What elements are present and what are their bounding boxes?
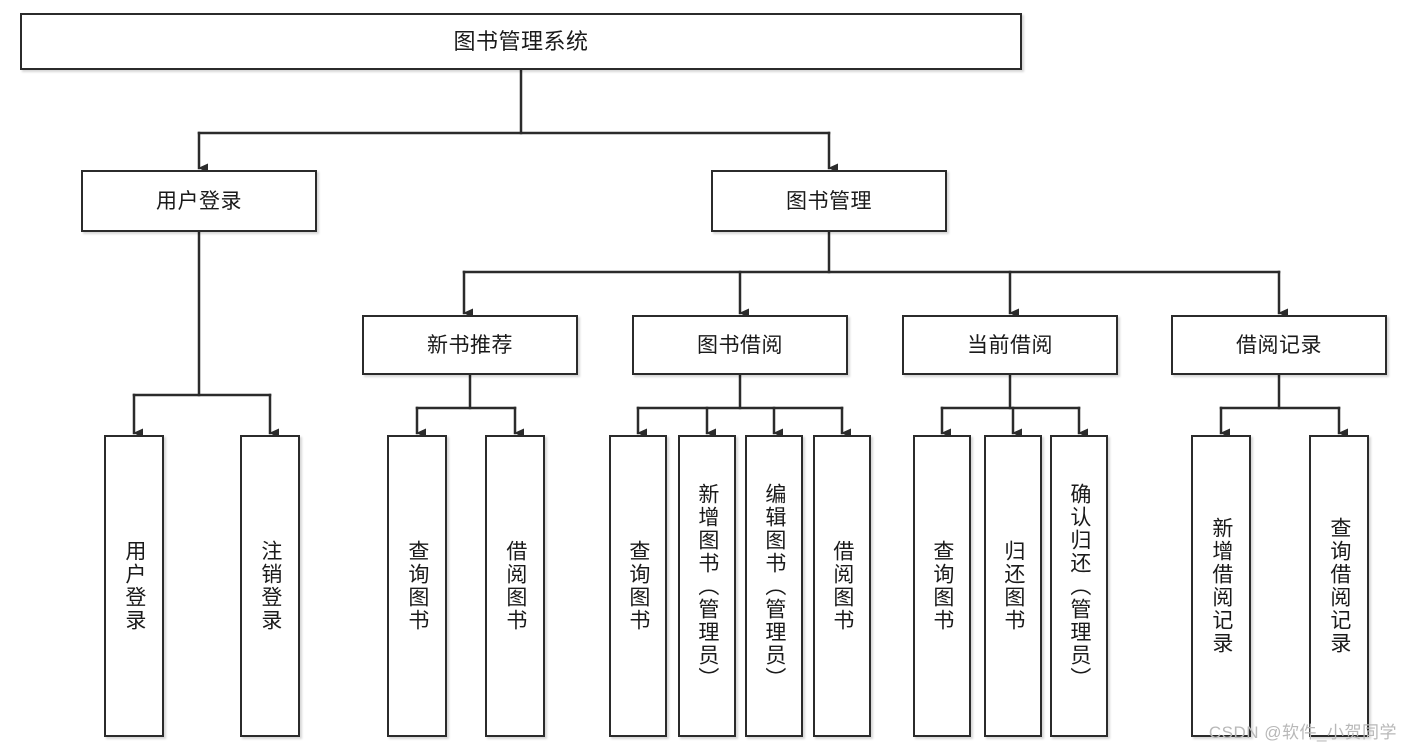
watermark-text: CSDN @软件_小贺同学: [1208, 723, 1397, 742]
node-label: 图书管理系统: [453, 28, 589, 54]
node-label: 借阅记录: [1236, 333, 1322, 357]
node-leaf-return-book[interactable]: 归还图书: [984, 435, 1042, 737]
node-label: 图书管理: [786, 189, 872, 213]
node-current-borrow[interactable]: 当前借阅: [902, 315, 1118, 375]
node-book-borrow[interactable]: 图书借阅: [632, 315, 848, 375]
node-label: 确认归还（管理员）: [1067, 482, 1091, 690]
node-leaf-query-book-1[interactable]: 查询图书: [387, 435, 447, 737]
node-label: 查询图书: [626, 540, 650, 632]
node-label: 用户登录: [156, 189, 242, 213]
node-leaf-user-logout[interactable]: 注销登录: [240, 435, 300, 737]
node-label: 借阅图书: [830, 540, 854, 632]
node-label: 查询借阅记录: [1327, 517, 1351, 655]
node-label: 查询图书: [405, 540, 429, 632]
node-leaf-borrow-book-2[interactable]: 借阅图书: [813, 435, 871, 737]
node-label: 查询图书: [930, 540, 954, 632]
node-leaf-add-borrow-record[interactable]: 新增借阅记录: [1191, 435, 1251, 737]
node-borrow-record[interactable]: 借阅记录: [1171, 315, 1387, 375]
node-leaf-query-borrow-record[interactable]: 查询借阅记录: [1309, 435, 1369, 737]
connector-lines: [132, 68, 1348, 438]
node-leaf-borrow-book-1[interactable]: 借阅图书: [485, 435, 545, 737]
node-leaf-add-book[interactable]: 新增图书（管理员）: [678, 435, 736, 737]
node-book-manage[interactable]: 图书管理: [711, 170, 947, 232]
node-root[interactable]: 图书管理系统: [20, 13, 1022, 70]
node-leaf-query-book-2[interactable]: 查询图书: [609, 435, 667, 737]
node-label: 用户登录: [122, 540, 146, 632]
node-label: 新增图书（管理员）: [695, 482, 719, 690]
node-label: 当前借阅: [967, 333, 1053, 357]
node-leaf-edit-book[interactable]: 编辑图书（管理员）: [745, 435, 803, 737]
node-label: 编辑图书（管理员）: [762, 482, 786, 690]
node-label: 新增借阅记录: [1209, 517, 1233, 655]
node-user-login[interactable]: 用户登录: [81, 170, 317, 232]
node-leaf-user-login[interactable]: 用户登录: [104, 435, 164, 737]
node-label: 图书借阅: [697, 333, 783, 357]
node-label: 借阅图书: [503, 540, 527, 632]
node-label: 归还图书: [1001, 540, 1025, 632]
node-label: 注销登录: [258, 540, 282, 632]
node-leaf-confirm-return[interactable]: 确认归还（管理员）: [1050, 435, 1108, 737]
node-new-book-recommend[interactable]: 新书推荐: [362, 315, 578, 375]
node-leaf-query-book-3[interactable]: 查询图书: [913, 435, 971, 737]
node-label: 新书推荐: [427, 333, 513, 357]
